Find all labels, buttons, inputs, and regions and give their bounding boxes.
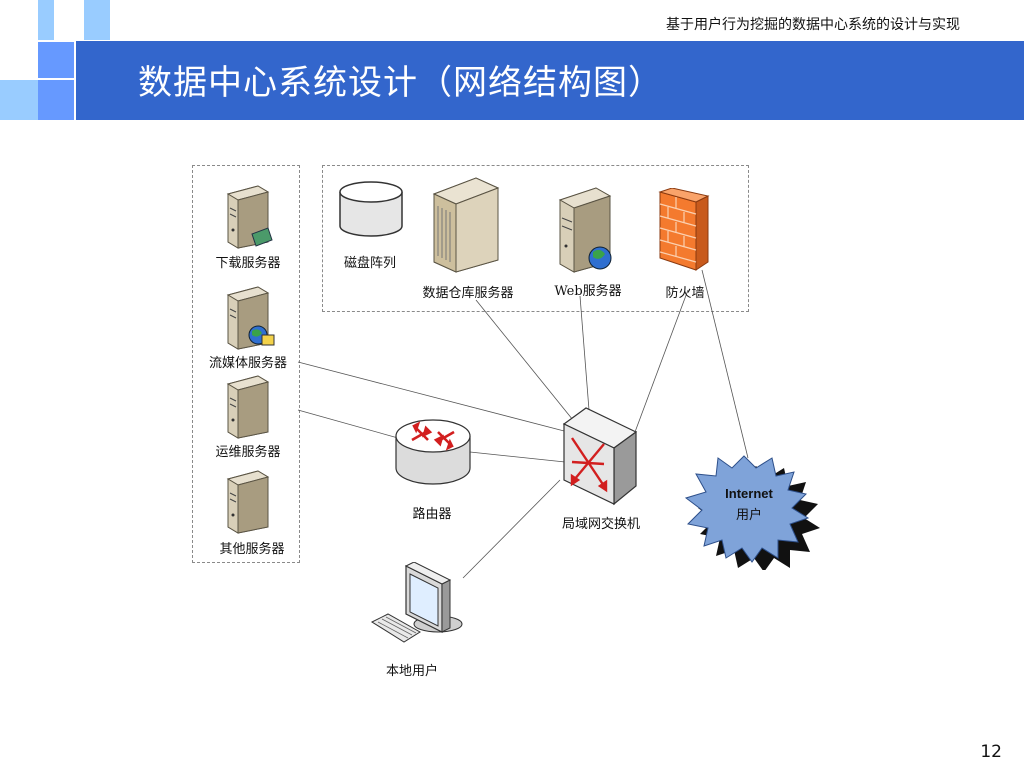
link-web-switch — [579, 295, 590, 411]
link-firewall-switch — [631, 289, 689, 441]
local-user[interactable] — [366, 561, 472, 654]
link-firewall-internet — [701, 269, 749, 459]
deco-square — [84, 0, 110, 40]
router[interactable] — [392, 414, 474, 490]
server-group-top — [322, 165, 749, 312]
ops-server-label: 运维服务器 — [215, 445, 281, 460]
web-server[interactable] — [556, 186, 618, 274]
corner-decoration — [0, 0, 140, 125]
deco-square — [38, 42, 74, 78]
server-icon — [226, 470, 270, 534]
deco-square — [38, 0, 54, 40]
lan-switch-label: 局域网交换机 — [561, 517, 641, 532]
download-server[interactable] — [222, 184, 274, 250]
link-streaming-switch — [297, 361, 569, 433]
link-local-switch — [462, 479, 561, 579]
streaming-server-label: 流媒体服务器 — [208, 356, 288, 371]
page-number: 12 — [980, 742, 1002, 762]
link-ops-router — [297, 409, 399, 439]
internet-user-label: 用户 — [735, 508, 762, 523]
router-icon — [395, 419, 471, 485]
server-icon — [558, 187, 612, 273]
database-icon — [339, 181, 403, 237]
internet-cloud-icon — [684, 455, 820, 572]
switch-icon — [562, 407, 638, 506]
internet-user[interactable]: Internet 用户 — [682, 454, 826, 572]
deco-square — [0, 80, 38, 120]
web-server-label: Web服务器 — [554, 284, 622, 299]
local-user-label: 本地用户 — [385, 664, 439, 679]
title-bar — [76, 41, 1024, 120]
streaming-server[interactable] — [222, 285, 278, 351]
other-server[interactable] — [222, 469, 274, 535]
link-router-switch — [469, 451, 566, 463]
internet-label: Internet — [725, 486, 773, 501]
server-icon — [226, 375, 270, 439]
server-group-left — [192, 165, 300, 563]
dw-server-label: 数据仓库服务器 — [422, 286, 514, 301]
ops-server[interactable] — [222, 374, 274, 440]
firewall-icon — [658, 187, 710, 271]
slide-title: 数据中心系统设计（网络结构图） — [138, 63, 663, 103]
other-server-label: 其他服务器 — [219, 542, 285, 557]
disk-array[interactable] — [336, 178, 406, 240]
header-subtitle: 基于用户行为挖掘的数据中心系统的设计与实现 — [666, 17, 960, 33]
firewall[interactable] — [656, 187, 712, 274]
firewall-label: 防火墙 — [665, 286, 705, 301]
server-icon — [226, 185, 273, 249]
router-label: 路由器 — [412, 507, 452, 522]
link-dw-switch — [475, 299, 578, 426]
server-tower-icon — [432, 177, 500, 273]
dw-server[interactable] — [430, 176, 502, 274]
disk-array-label: 磁盘阵列 — [343, 256, 397, 271]
deco-square — [38, 80, 74, 120]
lan-switch[interactable] — [560, 406, 640, 510]
computer-icon — [370, 561, 463, 643]
download-server-label: 下载服务器 — [215, 256, 281, 271]
server-icon — [226, 286, 275, 350]
